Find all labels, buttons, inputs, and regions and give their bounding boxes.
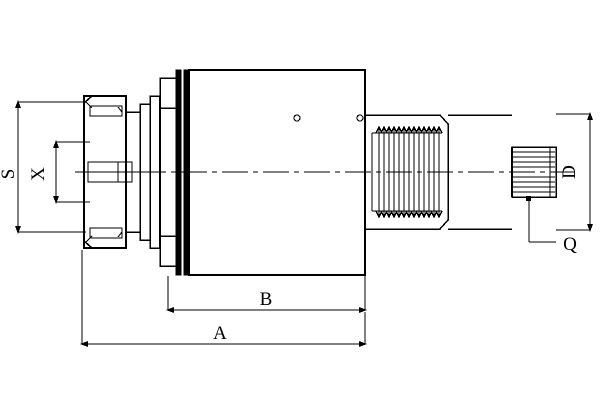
dimension-b-group	[166, 276, 367, 313]
collet-slot-top-end	[117, 106, 123, 113]
leader-q-group	[526, 196, 556, 243]
dim-x-arrow-top	[53, 140, 59, 148]
collet-slot-bottom-chamfer	[85, 235, 93, 243]
spline-stripes	[513, 151, 555, 193]
dim-d-label: D	[559, 165, 580, 179]
dim-b-label: B	[260, 289, 273, 310]
dim-b-arrow-right	[359, 307, 367, 313]
dim-s-label: S	[0, 169, 19, 180]
body-hole-1	[293, 114, 301, 122]
splined-end-group	[511, 146, 557, 198]
dimension-s-group	[15, 100, 86, 234]
dim-b-arrow-left	[166, 307, 174, 313]
collet-slot-bottom	[89, 227, 123, 239]
dimension-a-group	[80, 250, 367, 347]
dimension-d-group	[556, 112, 593, 232]
collet-nut-group	[83, 95, 133, 249]
dim-x-label: X	[28, 167, 49, 181]
collet-slot-top-chamfer	[85, 101, 93, 109]
dim-s-arrow-top	[15, 100, 21, 108]
collet-slot-top	[89, 105, 123, 117]
collet-slot-bottom-end	[117, 231, 123, 238]
flange-plate-a	[175, 69, 182, 276]
dim-d-arrow-top	[587, 112, 593, 120]
dim-d-arrow-bottom	[587, 224, 593, 232]
dim-a-arrow-left	[80, 341, 88, 347]
dimension-x-group	[53, 140, 90, 204]
dim-s-arrow-bottom	[15, 226, 21, 234]
leader-q-label: Q	[563, 234, 577, 255]
collet-chamfer-bottom	[83, 240, 93, 249]
threaded-shaft-group	[364, 114, 512, 230]
dim-a-label: A	[213, 323, 227, 344]
dim-a-arrow-right	[359, 341, 367, 347]
dim-x-arrow-bottom	[53, 196, 59, 204]
body-hole-2	[356, 114, 364, 122]
leader-q-dot	[526, 196, 531, 201]
thread-flanks	[378, 127, 440, 217]
collet-bore-right	[117, 161, 133, 183]
